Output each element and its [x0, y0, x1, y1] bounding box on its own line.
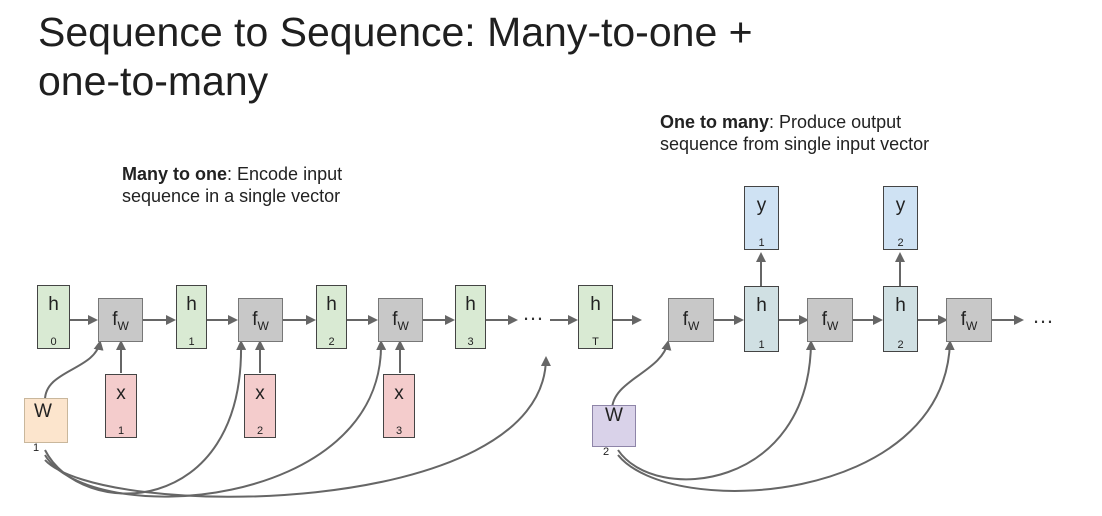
arrow-w1-hT — [44, 356, 551, 498]
many-to-one-text-1: : Encode input — [227, 164, 343, 184]
encoder-h3-sub: 3 — [467, 336, 474, 348]
decoder-y2-node: y 2 — [883, 186, 918, 250]
decoder-fw-sub-2: W — [826, 318, 839, 333]
encoder-x1-node: x 1 — [105, 374, 137, 438]
encoder-x2-sub: 2 — [256, 425, 264, 437]
encoder-fw-label-2: f — [252, 309, 258, 330]
decoder-fw-node-1: fW — [668, 298, 714, 342]
encoder-ellipsis: … — [522, 300, 544, 325]
encoder-fw-node-3: fW — [378, 298, 423, 342]
decoder-ellipsis: … — [1032, 303, 1054, 328]
encoder-fw-node-2: fW — [238, 298, 283, 342]
arrow-w2-fd2 — [617, 340, 816, 481]
decoder-fw-label-1: f — [682, 309, 688, 330]
slide-title: Sequence to Sequence: Many-to-one + one-… — [38, 8, 938, 106]
decoder-fw-label-3: f — [960, 309, 966, 330]
decoder-y1-label: y — [756, 195, 767, 216]
encoder-h0-label: h — [48, 294, 59, 315]
encoder-fw-node-1: fW — [98, 298, 143, 342]
encoder-h1-node: h 1 — [176, 285, 207, 349]
encoder-hT-sub: T — [592, 336, 599, 348]
decoder-h2-node: h 2 — [883, 286, 918, 352]
encoder-h1-label: h — [186, 294, 197, 315]
encoder-x2-label: x — [255, 383, 265, 404]
encoder-x1-label: x — [116, 383, 126, 404]
encoder-h2-label: h — [326, 294, 337, 315]
decoder-h1-sub: 1 — [758, 339, 765, 351]
encoder-h1-sub: 1 — [188, 336, 195, 348]
weight-w1-node: W — [24, 398, 68, 443]
one-to-many-text-1: : Produce output — [769, 112, 902, 132]
decoder-h2-sub: 2 — [897, 339, 904, 351]
decoder-y2-sub: 2 — [897, 237, 904, 249]
decoder-fw-sub-1: W — [687, 318, 700, 333]
decoder-h2-label: h — [895, 295, 906, 316]
encoder-fw-sub-2: W — [257, 318, 269, 333]
arrow-w1-f3 — [44, 340, 387, 498]
encoder-h3-node: h 3 — [455, 285, 486, 349]
arrow-w1-f1 — [44, 340, 104, 401]
decoder-fw-node-3: fW — [946, 298, 992, 342]
slide-title-line-2: one-to-many — [38, 58, 269, 104]
encoder-fw-sub-3: W — [397, 318, 409, 333]
decoder-fw-sub-3: W — [965, 318, 978, 333]
decoder-y2-label: y — [895, 195, 906, 216]
encoder-fw-sub-1: W — [117, 318, 129, 333]
encoder-x3-node: x 3 — [383, 374, 415, 438]
decoder-h1-node: h 1 — [744, 286, 779, 352]
many-to-one-text-2: sequence in a single vector — [122, 186, 341, 206]
encoder-fw-label-3: f — [392, 309, 398, 330]
encoder-fw-label-1: f — [112, 309, 118, 330]
arrow-w2-fd1 — [611, 340, 672, 411]
many-to-one-heading: Many to one — [122, 164, 228, 184]
one-to-many-annotation: One to many: Produce output sequence fro… — [660, 111, 1020, 155]
encoder-hT-node: h T — [578, 285, 613, 349]
encoder-h2-sub: 2 — [328, 336, 335, 348]
encoder-h3-label: h — [465, 294, 476, 315]
decoder-fw-node-2: fW — [807, 298, 853, 342]
encoder-x3-label: x — [394, 383, 404, 404]
slide-title-line-1: Sequence to Sequence: Many-to-one + — [38, 9, 753, 55]
arrow-w2-fd3 — [617, 340, 955, 492]
decoder-h1-label: h — [756, 295, 767, 316]
encoder-hT-label: h — [590, 294, 601, 315]
encoder-x1-sub: 1 — [117, 425, 125, 437]
weight-w2-node: W — [592, 405, 636, 447]
encoder-h0-node: h 0 — [37, 285, 70, 349]
one-to-many-text-2: sequence from single input vector — [660, 134, 930, 154]
encoder-h2-node: h 2 — [316, 285, 347, 349]
weight-w2-sub: 2 — [603, 446, 610, 458]
decoder-y1-sub: 1 — [758, 237, 765, 249]
encoder-h0-sub: 0 — [50, 336, 57, 348]
encoder-x3-sub: 3 — [395, 425, 403, 437]
encoder-x2-node: x 2 — [244, 374, 276, 438]
weight-w1-label: W — [34, 401, 52, 422]
decoder-fw-label-2: f — [821, 309, 827, 330]
many-to-one-annotation: Many to one: Encode input sequence in a … — [122, 163, 452, 207]
one-to-many-heading: One to many — [660, 112, 770, 132]
decoder-y1-node: y 1 — [744, 186, 779, 250]
weight-w1-sub: 1 — [33, 442, 40, 454]
arrow-w1-f2 — [44, 340, 247, 495]
weight-w2-label: W — [605, 405, 623, 426]
